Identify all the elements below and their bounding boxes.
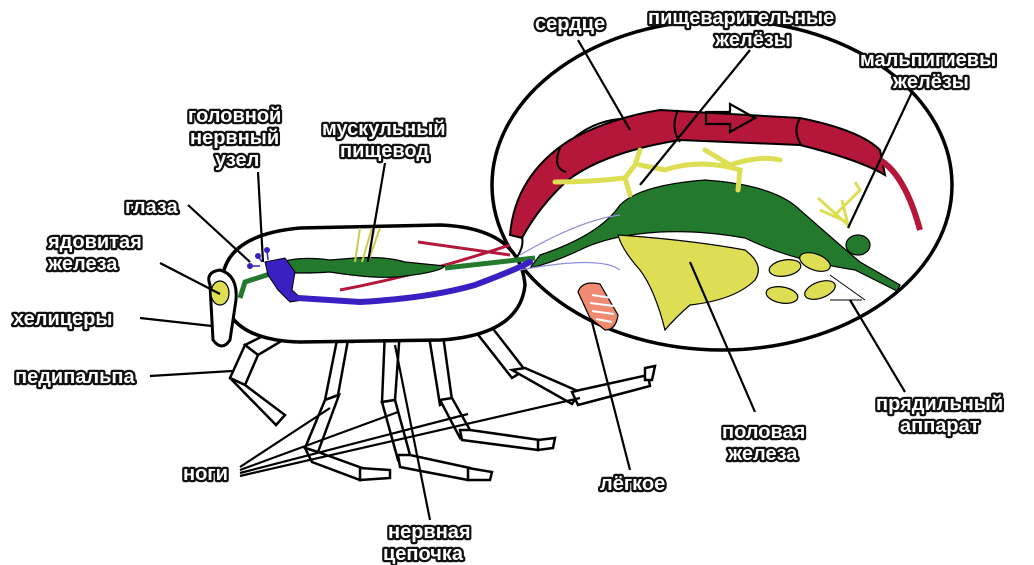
label-eyes: глаза [125, 196, 179, 218]
label-digestive-glands-1: пищеварительные [648, 7, 834, 29]
label-nerve-chain-1: нервная [388, 521, 471, 543]
label-head-ganglion-3: узел [215, 149, 259, 171]
label-malpighian-2: желёзы [892, 71, 969, 93]
label-head-ganglion-1: головной [188, 105, 281, 127]
label-gonad-1: половая [722, 421, 805, 443]
label-gonad-2: железа [727, 443, 798, 465]
label-digestive-glands-2: желёзы [714, 29, 791, 51]
label-pedipalp: педипальпа [15, 366, 135, 388]
label-venom-gland-1: ядовитая [47, 231, 142, 253]
label-esophagus-1: мускульный [322, 118, 446, 140]
label-spinneret-2: аппарат [900, 415, 980, 437]
label-chelicerae: хелицеры [13, 308, 112, 330]
label-nerve-chain-2: цепочка [383, 543, 464, 565]
label-spinneret-1: прядильный [876, 393, 1003, 415]
label-legs: ноги [183, 463, 228, 485]
label-venom-gland-2: железа [47, 253, 118, 275]
label-malpighian-1: мальпигиевы [860, 49, 996, 71]
label-heart: сердце [535, 13, 605, 35]
label-esophagus-2: пищевод [340, 140, 429, 162]
label-lung: лёгкое [600, 473, 665, 495]
label-head-ganglion-2: нервный [190, 127, 279, 149]
